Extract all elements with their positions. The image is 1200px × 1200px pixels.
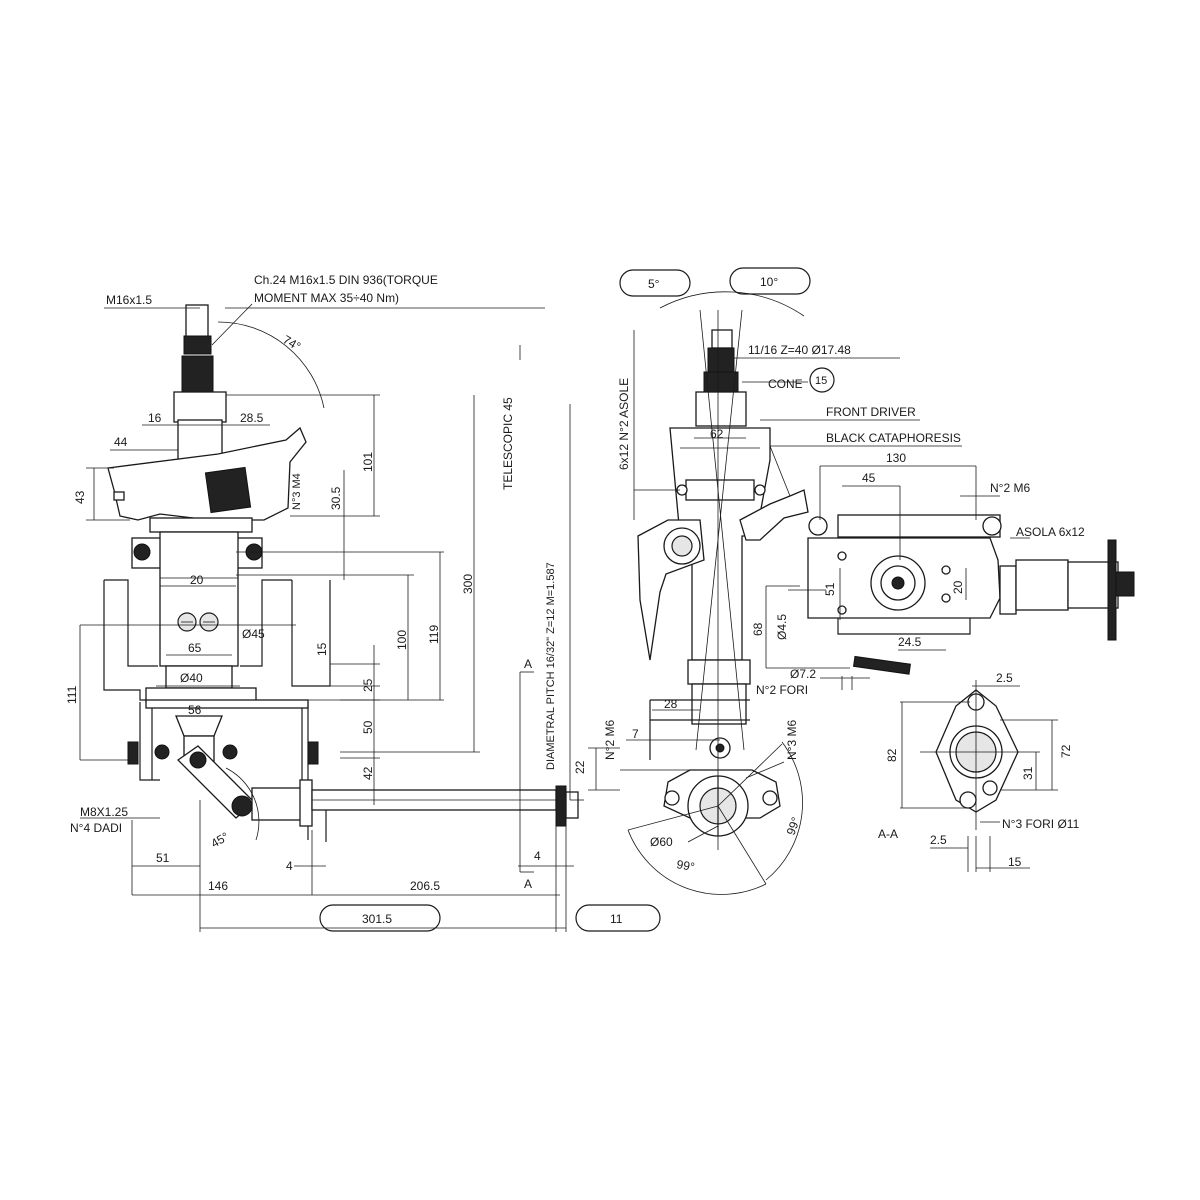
note-z40: 11/16 Z=40 Ø17.48 [748, 343, 851, 357]
capsule-10deg [729, 267, 811, 295]
dim-82: 82 [885, 748, 899, 762]
dim-206-5: 206.5 [410, 879, 440, 893]
dim-11: 11 [610, 912, 623, 926]
dim-28-5: 28.5 [240, 411, 264, 425]
dim-31: 31 [1021, 766, 1035, 780]
note-m8: M8X1.25 [80, 805, 128, 819]
middle-view [627, 291, 809, 895]
dim-65: 65 [188, 641, 202, 655]
dim-45deg: 45° [209, 829, 232, 850]
note-m16: M16x1.5 [106, 293, 152, 307]
section-marker-top: A [524, 657, 532, 671]
dim-2-5: 2.5 [996, 671, 1013, 685]
note-n2fori: N°2 FORI [756, 683, 808, 697]
capsule-301-5 [319, 904, 441, 932]
note-ch24: Ch.24 M16x1.5 DIN 936(TORQUE [254, 273, 438, 287]
dim-20: 20 [190, 573, 204, 587]
dim-45-dia: Ø45 [242, 627, 265, 641]
dim-130: 130 [886, 451, 906, 465]
dim-4: 4 [286, 859, 293, 873]
dim-30-5: 30.5 [329, 486, 343, 510]
dim-24-5: 24.5 [898, 635, 922, 649]
dim-4-5: Ø4.5 [775, 614, 789, 640]
note-pitch: DIAMETRAL PITCH 16/32" Z=12 M=1.587 [545, 562, 557, 770]
section-title-aa: A-A [878, 827, 898, 841]
dim-20-b: 20 [951, 580, 965, 594]
dim-50: 50 [361, 720, 375, 734]
note-cone: CONE [768, 377, 803, 391]
dim-42: 42 [361, 766, 375, 780]
right-view [807, 514, 1135, 675]
note-n2m6: N°2 M6 [990, 481, 1030, 495]
right-dimension-lines [765, 465, 1030, 690]
dim-99deg-b: 99° [784, 815, 803, 837]
dim-301-5: 301.5 [362, 912, 392, 926]
dim-10deg: 10° [760, 275, 778, 289]
dim-51: 51 [156, 851, 170, 865]
dim-56: 56 [188, 703, 202, 717]
dim-51-b: 51 [823, 582, 837, 596]
section-dimension-lines [900, 685, 1058, 872]
drawing-geometry [79, 267, 1135, 932]
dim-146: 146 [208, 879, 228, 893]
dim-300: 300 [461, 574, 475, 594]
dim-25: 25 [361, 678, 375, 692]
left-dimension-lines [79, 303, 584, 932]
dim-28: 28 [664, 697, 678, 711]
capsule-11 [575, 904, 661, 932]
dim-7-2: Ø7.2 [790, 667, 816, 681]
dim-40-dia: Ø40 [180, 671, 203, 685]
dim-4-b: 4 [534, 849, 541, 863]
note-black-cataphoresis: BLACK CATAPHORESIS [826, 431, 961, 445]
dim-68: 68 [751, 622, 765, 636]
dim-72: 72 [1059, 744, 1073, 758]
middle-dimension-lines [588, 330, 962, 843]
dim-101: 101 [361, 452, 375, 472]
note-n3m6: N°3 M6 [785, 720, 799, 760]
note-n2m6-b: N°2 M6 [603, 720, 617, 760]
dim-5deg: 5° [648, 277, 660, 291]
dim-111: 111 [65, 685, 79, 704]
notes: Ch.24 M16x1.5 DIN 936(TORQUE MOMENT MAX … [70, 273, 1085, 891]
section-marker-bottom: A [524, 877, 532, 891]
cone-number-circle [809, 367, 835, 393]
note-n3fori: N°3 FORI Ø11 [1002, 817, 1080, 831]
dim-119: 119 [427, 625, 441, 644]
capsule-5deg [619, 269, 691, 297]
dim-15-b: 15 [1008, 855, 1022, 869]
dim-16: 16 [148, 411, 162, 425]
dim-60-dia: Ø60 [650, 835, 673, 849]
note-telescopic: TELESCOPIC 45 [501, 397, 515, 490]
dim-2-5-b: 2.5 [930, 833, 947, 847]
note-ch24-b: MOMENT MAX 35÷40 Nm) [254, 291, 399, 305]
note-front-driver: FRONT DRIVER [826, 405, 916, 419]
dim-22: 22 [573, 760, 587, 774]
dim-74deg: 74° [281, 332, 304, 353]
dim-43: 43 [73, 490, 87, 504]
note-cone-number: 15 [815, 375, 827, 387]
dim-100: 100 [395, 630, 409, 650]
note-asole: 6x12 N°2 ASOLE [617, 378, 631, 470]
dim-62: 62 [710, 427, 724, 441]
dim-7: 7 [632, 727, 639, 741]
note-n3m4: N°3 M4 [291, 473, 303, 510]
dim-45-b: 45 [862, 471, 876, 485]
section-a-a [920, 680, 1040, 830]
note-dadi: N°4 DADI [70, 821, 122, 835]
dim-15: 15 [315, 642, 329, 656]
dim-44: 44 [114, 435, 128, 449]
note-asola: ASOLA 6x12 [1016, 525, 1085, 539]
dim-99deg-a: 99° [675, 857, 696, 874]
left-view [103, 304, 579, 842]
